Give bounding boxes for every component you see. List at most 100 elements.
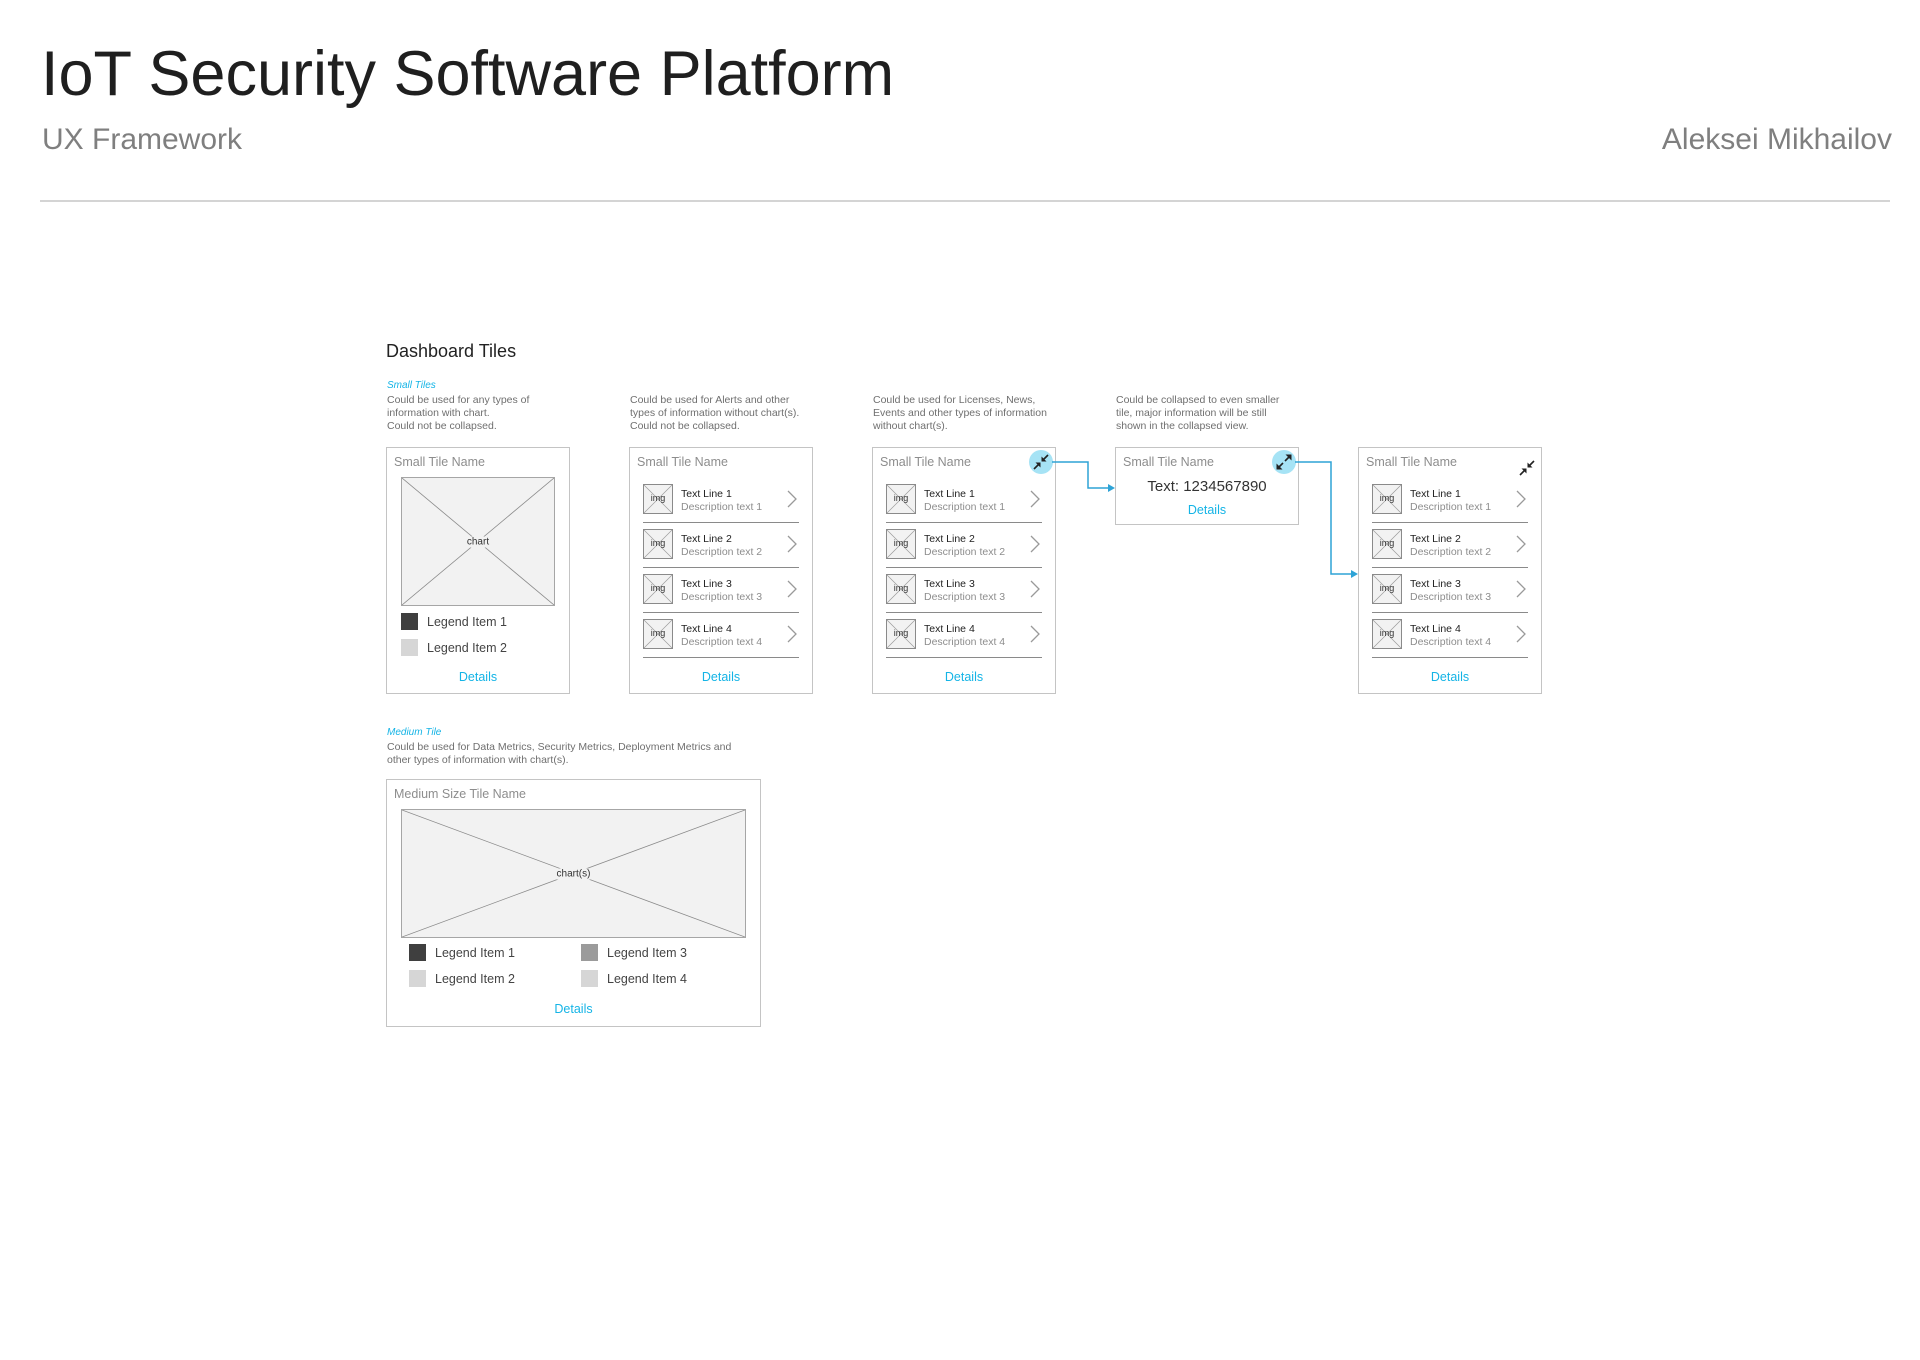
- tile-name: Medium Size Tile Name: [394, 787, 526, 801]
- item-title: Text Line 2: [924, 533, 975, 545]
- details-link[interactable]: Details: [944, 670, 984, 684]
- item-title: Text Line 4: [924, 623, 975, 635]
- img-label: img: [650, 583, 666, 593]
- list-item[interactable]: img Text Line 1 Description text 1: [886, 478, 1042, 523]
- collapse-arrows-icon: [1033, 454, 1049, 470]
- img-label: img: [1379, 583, 1395, 593]
- chevron-right-icon: [787, 625, 797, 643]
- section-title: Dashboard Tiles: [386, 341, 517, 361]
- legend-label: Legend Item 2: [427, 640, 507, 655]
- item-title: Text Line 1: [924, 488, 975, 500]
- img-label: img: [1379, 628, 1395, 638]
- chevron-right-icon: [787, 535, 797, 553]
- legend-swatch-dark: [409, 944, 426, 961]
- img-label: img: [650, 538, 666, 548]
- item-title: Text Line 4: [1410, 623, 1461, 635]
- small-tile-note-3: Could be used for Licenses, News, Events…: [873, 394, 1047, 432]
- details-link[interactable]: Details: [1430, 670, 1470, 684]
- image-placeholder: img: [1372, 619, 1402, 649]
- image-placeholder: img: [1372, 529, 1402, 559]
- list-item[interactable]: img Text Line 1 Description text 1: [643, 478, 799, 523]
- legend-swatch-mid: [581, 944, 598, 961]
- legend-item: Legend Item 2: [409, 970, 515, 987]
- image-placeholder: img: [886, 529, 916, 559]
- legend-swatch-dark: [401, 613, 418, 630]
- item-description: Description text 4: [1410, 636, 1492, 648]
- medium-chart-tile: Medium Size Tile Name chart(s) Legend It…: [386, 779, 761, 1027]
- item-description: Description text 4: [681, 636, 763, 648]
- img-label: img: [893, 493, 909, 503]
- small-collapsible-tile: Small Tile Name img Text Line 1 Descript…: [872, 447, 1056, 694]
- expand-flow-arrow: [1295, 461, 1358, 578]
- legend-item: Legend Item 1: [409, 944, 515, 961]
- chevron-right-icon: [1516, 625, 1526, 643]
- list-item[interactable]: img Text Line 3 Description text 3: [886, 568, 1042, 613]
- list-item[interactable]: img Text Line 3 Description text 3: [643, 568, 799, 613]
- item-title: Text Line 3: [1410, 578, 1461, 590]
- image-placeholder: img: [886, 619, 916, 649]
- legend-swatch-light: [581, 970, 598, 987]
- chevron-right-icon: [787, 580, 797, 598]
- page-title: IoT Security Software Platform: [41, 39, 895, 109]
- list-item[interactable]: img Text Line 4 Description text 4: [643, 613, 799, 658]
- image-placeholder: img: [643, 529, 673, 559]
- legend-item: Legend Item 1: [401, 613, 507, 630]
- collapse-button[interactable]: [1515, 456, 1539, 480]
- tile-name: Small Tile Name: [394, 455, 485, 469]
- img-label: img: [893, 583, 909, 593]
- medium-tile-label: Medium Tile: [387, 727, 442, 738]
- list-item[interactable]: img Text Line 4 Description text 4: [886, 613, 1042, 658]
- flow-connectors: [1052, 461, 1358, 578]
- chevron-right-icon: [1516, 490, 1526, 508]
- legend-item: Legend Item 4: [581, 970, 687, 987]
- small-tile-note-2: Could be used for Alerts and other types…: [630, 394, 800, 432]
- item-description: Description text 3: [681, 591, 763, 603]
- item-title: Text Line 3: [924, 578, 975, 590]
- details-link[interactable]: Details: [554, 1002, 593, 1016]
- small-list-tile: Small Tile Name img Text Line 1 Descript…: [629, 447, 813, 694]
- item-title: Text Line 1: [1410, 488, 1461, 500]
- img-label: img: [893, 538, 909, 548]
- details-link[interactable]: Details: [458, 670, 498, 684]
- image-placeholder: img: [1372, 574, 1402, 604]
- img-label: img: [650, 628, 666, 638]
- image-placeholder: img: [643, 484, 673, 514]
- item-title: Text Line 4: [681, 623, 732, 635]
- list-item[interactable]: img Text Line 4 Description text 4: [1372, 613, 1528, 658]
- legend-label: Legend Item 1: [427, 614, 507, 629]
- image-placeholder: img: [886, 484, 916, 514]
- details-link[interactable]: Details: [1187, 503, 1227, 517]
- item-title: Text Line 2: [1410, 533, 1461, 545]
- list-item[interactable]: img Text Line 2 Description text 2: [886, 523, 1042, 568]
- header-divider: [40, 200, 1890, 202]
- small-tile-note-1: Could be used for any types of informati…: [387, 394, 530, 432]
- item-description: Description text 2: [924, 546, 1006, 558]
- item-description: Description text 3: [1410, 591, 1492, 603]
- img-label: img: [893, 628, 909, 638]
- item-description: Description text 1: [681, 501, 763, 513]
- collapse-arrows-icon: [1519, 460, 1535, 476]
- item-description: Description text 2: [1410, 546, 1492, 558]
- tile-name: Small Tile Name: [637, 455, 728, 469]
- chart-placeholder: chart: [401, 477, 555, 606]
- list-item[interactable]: img Text Line 2 Description text 2: [1372, 523, 1528, 568]
- item-title: Text Line 2: [681, 533, 732, 545]
- chart-placeholder: chart(s): [401, 809, 746, 938]
- legend-swatch-light: [409, 970, 426, 987]
- collapse-button[interactable]: [1029, 450, 1053, 474]
- medium-tile-note: Could be used for Data Metrics, Security…: [387, 741, 732, 766]
- expand-button[interactable]: [1272, 450, 1296, 474]
- list-item[interactable]: img Text Line 2 Description text 2: [643, 523, 799, 568]
- item-title: Text Line 3: [681, 578, 732, 590]
- item-list: img Text Line 1 Description text 1 img T…: [1372, 478, 1528, 658]
- list-item[interactable]: img Text Line 1 Description text 1: [1372, 478, 1528, 523]
- image-placeholder: img: [643, 619, 673, 649]
- img-label: img: [650, 493, 666, 503]
- image-placeholder: img: [643, 574, 673, 604]
- list-item[interactable]: img Text Line 3 Description text 3: [1372, 568, 1528, 613]
- chevron-right-icon: [1030, 535, 1040, 553]
- image-placeholder: img: [886, 574, 916, 604]
- tile-name: Small Tile Name: [1123, 455, 1214, 469]
- details-link[interactable]: Details: [701, 670, 741, 684]
- small-collapsed-tile: Small Tile Name Text: 1234567890 Details: [1115, 447, 1299, 525]
